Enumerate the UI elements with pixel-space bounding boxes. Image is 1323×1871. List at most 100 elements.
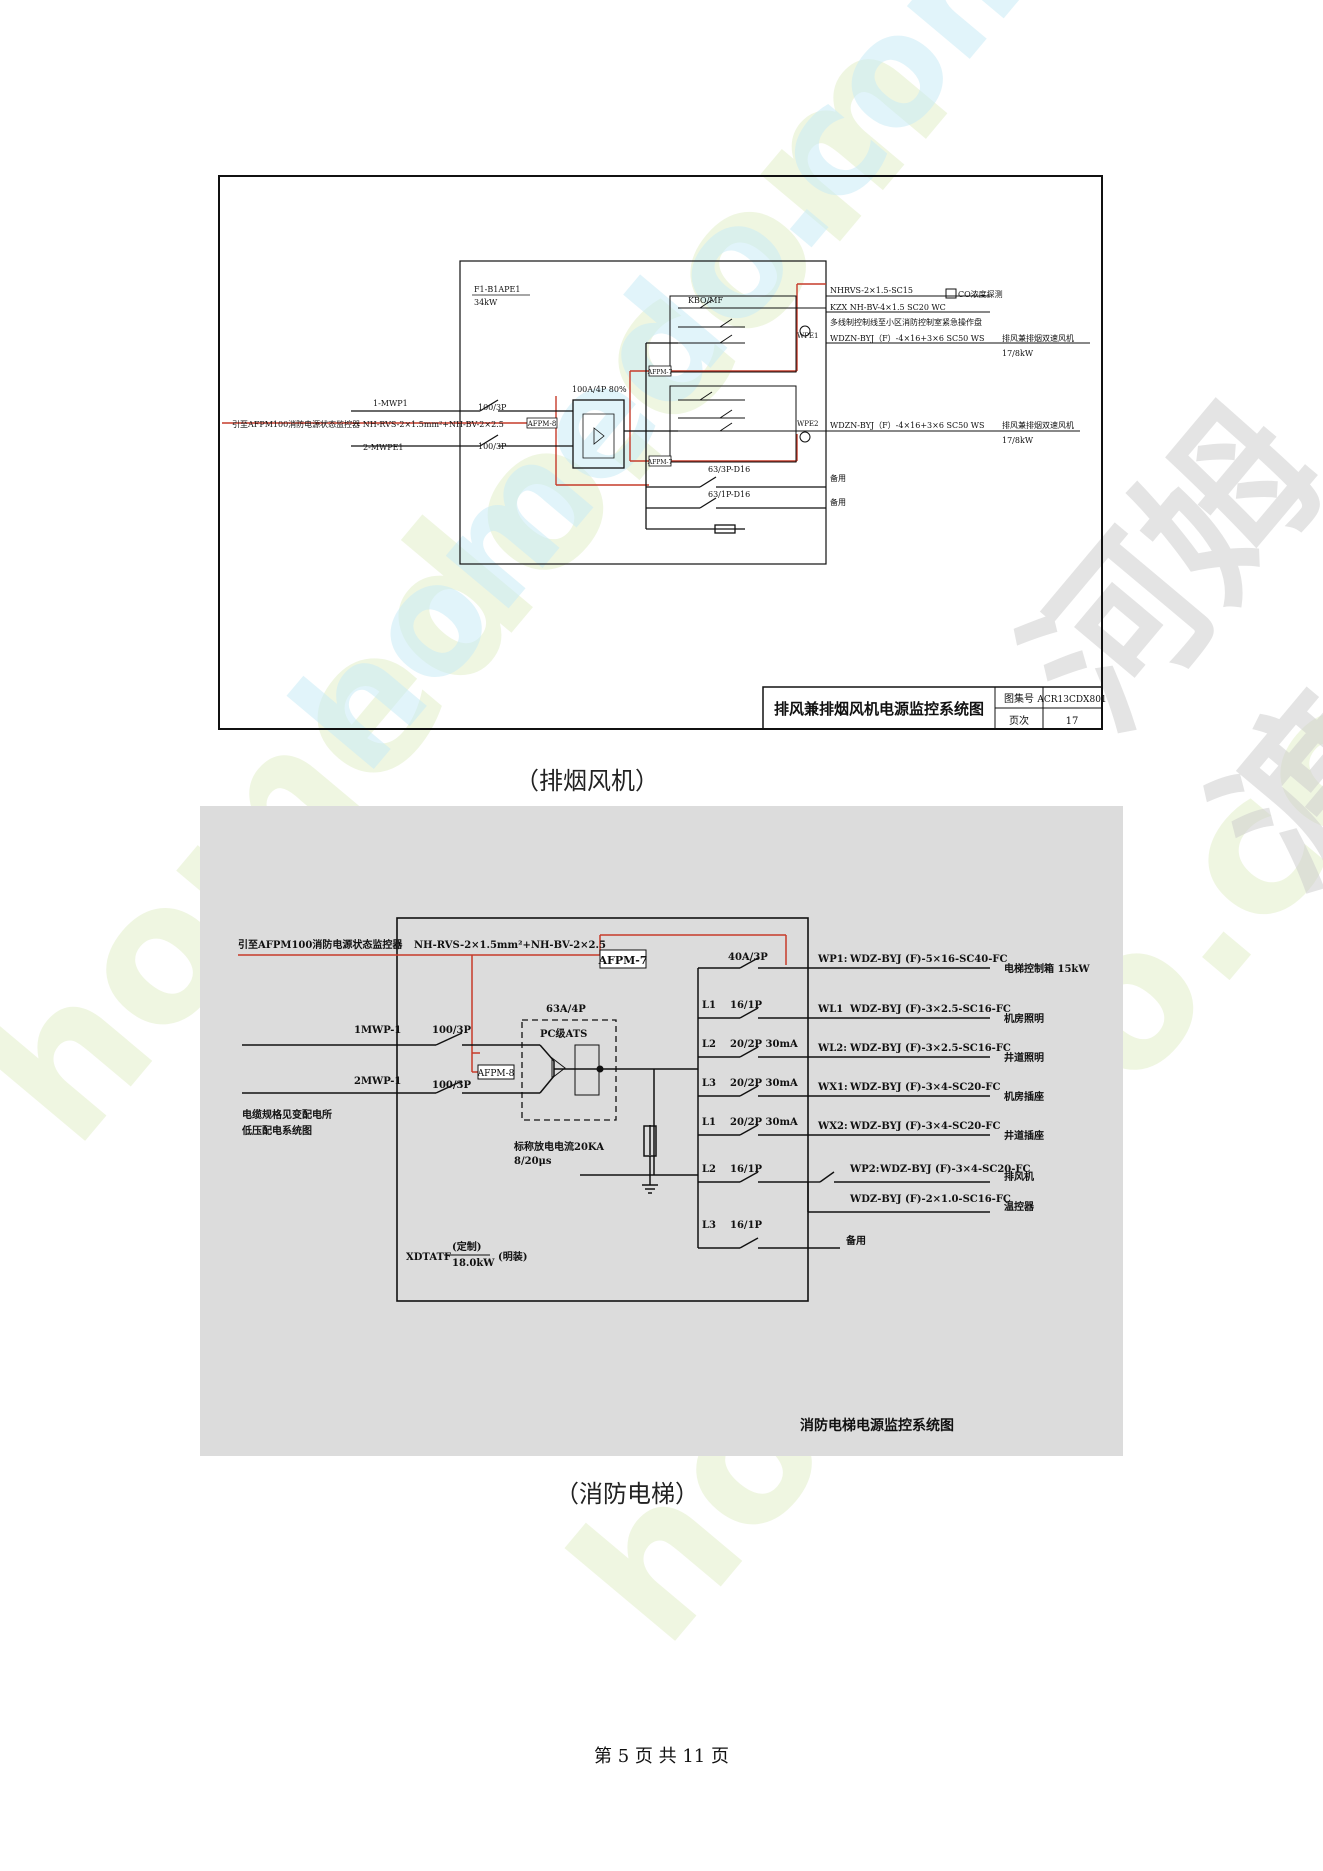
circuit-row-8: L3 16/1P 备用 <box>702 1220 866 1247</box>
circuit-row-3: L2 20/2P 30mA WL2: WDZ-BYJ (F)-3×2.5-SC1… <box>702 1039 1044 1064</box>
elevator-power-wiring <box>242 968 699 1248</box>
svg-text:AFPM-7: AFPM-7 <box>647 369 673 376</box>
svg-text:100A/4P 80%: 100A/4P 80% <box>572 385 627 394</box>
svg-text:页次: 页次 <box>1009 714 1029 727</box>
circuit-row-1: WP1: WDZ-BYJ (F)-5×16-SC40-FC 电梯控制箱 15kW <box>817 954 1090 975</box>
svg-text:ACR13CDX801: ACR13CDX801 <box>1036 695 1106 705</box>
svg-text:16/1P: 16/1P <box>730 1220 763 1231</box>
svg-text:2MWP-1: 2MWP-1 <box>354 1076 401 1087</box>
svg-text:(明装): (明装) <box>498 1250 527 1263</box>
svg-text:井道插座: 井道插座 <box>1004 1129 1044 1142</box>
power-wiring <box>351 342 826 534</box>
svg-text:备用: 备用 <box>845 1234 866 1247</box>
svg-text:XDTATF: XDTATF <box>406 1252 451 1263</box>
svg-text:100/3P: 100/3P <box>432 1025 471 1036</box>
svg-text:F1-B1APE1: F1-B1APE1 <box>474 285 520 294</box>
svg-text:L1: L1 <box>702 1117 716 1128</box>
svg-text:排风兼排烟双速风机: 排风兼排烟双速风机 <box>1002 420 1074 430</box>
svg-text:100/3P: 100/3P <box>478 403 507 412</box>
svg-text:63/1P-D16: 63/1P-D16 <box>708 490 750 499</box>
svg-text:16/1P: 16/1P <box>730 1164 763 1175</box>
svg-text:机房插座: 机房插座 <box>1004 1090 1044 1103</box>
caption-smoke-fan: （排烟风机） <box>515 767 659 795</box>
svg-text:排风机: 排风机 <box>1004 1170 1034 1183</box>
circuit-row-4: L3 20/2P 30mA WX1: WDZ-BYJ (F)-3×4-SC20-… <box>702 1078 1044 1103</box>
svg-text:17/8kW: 17/8kW <box>1002 349 1034 358</box>
branch-circuits <box>698 957 990 1249</box>
svg-text:WL2:: WL2: <box>817 1043 847 1054</box>
svg-text:多线制控制线至小区消防控制室紧急操作盘: 多线制控制线至小区消防控制室紧急操作盘 <box>830 317 982 327</box>
ats-box <box>521 1019 617 1121</box>
svg-text:WDZN-BYJ（F）-4×16+3×6 SC50 WS: WDZN-BYJ（F）-4×16+3×6 SC50 WS <box>830 421 985 430</box>
svg-text:低压配电系统图: 低压配电系统图 <box>241 1124 312 1137</box>
svg-text:WDZ-BYJ (F)-3×4-SC20-FC: WDZ-BYJ (F)-3×4-SC20-FC <box>849 1082 1000 1093</box>
svg-text:电缆规格见变配电所: 电缆规格见变配电所 <box>242 1108 332 1121</box>
svg-text:WDZN-BYJ（F）-4×16+3×6 SC50 WS: WDZN-BYJ（F）-4×16+3×6 SC50 WS <box>830 334 985 343</box>
page-footer: 第 5 页 共 11 页 <box>594 1746 729 1767</box>
svg-text:1MWP-1: 1MWP-1 <box>354 1025 401 1036</box>
elevator-diagram-title: 消防电梯电源监控系统图 <box>800 1417 954 1434</box>
svg-text:WDZ-BYJ (F)-3×4-SC20-FC: WDZ-BYJ (F)-3×4-SC20-FC <box>879 1164 1030 1175</box>
fire-elevator-diagram: AFPM-7 AFPM-8 引至AFPM100消防电源状态监控器 NH-RVS-… <box>200 806 1123 1456</box>
smoke-fan-diagram: 排风兼排烟风机电源监控系统图 图集号 ACR13CDX801 页次 17 F1-… <box>218 175 1107 730</box>
ats-symbol <box>572 399 625 469</box>
svg-text:引至AFPM100消防电源状态监控器: 引至AFPM100消防电源状态监控器 <box>238 938 403 951</box>
svg-text:WDZ-BYJ (F)-3×4-SC20-FC: WDZ-BYJ (F)-3×4-SC20-FC <box>849 1121 1000 1132</box>
svg-text:1-MWP1: 1-MWP1 <box>373 399 408 408</box>
svg-text:NHRVS-2×1.5-SC15: NHRVS-2×1.5-SC15 <box>830 286 913 295</box>
svg-text:34kW: 34kW <box>474 298 498 307</box>
caption-fire-elevator: （消防电梯） <box>555 1480 699 1508</box>
svg-text:电梯控制箱 15kW: 电梯控制箱 15kW <box>1004 962 1090 975</box>
circuit-row-5: L1 20/2P 30mA WX2: WDZ-BYJ (F)-3×4-SC20-… <box>702 1117 1044 1142</box>
svg-text:18.0kW: 18.0kW <box>452 1258 495 1269</box>
svg-text:63A/4P: 63A/4P <box>546 1004 586 1015</box>
svg-text:AFPM-8: AFPM-8 <box>527 420 557 428</box>
svg-text:L2: L2 <box>702 1039 716 1050</box>
diagram2-background <box>200 806 1123 1456</box>
svg-text:WL1: WL1 <box>817 1004 843 1015</box>
circuit-row-6: L2 16/1P WP2: WDZ-BYJ (F)-3×4-SC20-FC 排风… <box>702 1164 1034 1183</box>
svg-text:16/1P: 16/1P <box>730 1000 763 1011</box>
svg-text:100/3P: 100/3P <box>478 442 507 451</box>
svg-text:WX2:: WX2: <box>817 1121 848 1132</box>
drawing-frame <box>218 175 1103 730</box>
svg-text:排风兼排烟双速风机: 排风兼排烟双速风机 <box>1002 333 1074 343</box>
svg-text:CO浓度探测: CO浓度探测 <box>958 289 1003 299</box>
svg-text:温控器: 温控器 <box>1004 1200 1035 1213</box>
title-block-title: 排风兼排烟风机电源监控系统图 <box>774 700 984 718</box>
svg-text:40A/3P: 40A/3P <box>728 952 768 963</box>
svg-text:KZX NH-BV-4×1.5 SC20 WC: KZX NH-BV-4×1.5 SC20 WC <box>830 303 946 312</box>
svg-text:机房照明: 机房照明 <box>1004 1012 1044 1025</box>
svg-text:100/3P: 100/3P <box>432 1080 471 1091</box>
svg-text:图集号: 图集号 <box>1004 692 1034 705</box>
svg-text:WDZ-BYJ (F)-3×2.5-SC16-FC: WDZ-BYJ (F)-3×2.5-SC16-FC <box>849 1004 1011 1015</box>
circuit-row-7: WDZ-BYJ (F)-2×1.0-SC16-FC 温控器 <box>849 1194 1035 1213</box>
svg-text:8/20μs: 8/20μs <box>514 1156 552 1167</box>
svg-text:引至AFPM100消防电源状态监控器 NH-RVS-2×1: 引至AFPM100消防电源状态监控器 NH-RVS-2×1.5mm²+NH-BV… <box>232 419 504 429</box>
svg-text:备用: 备用 <box>830 473 846 483</box>
svg-text:20/2P 30mA: 20/2P 30mA <box>730 1039 798 1050</box>
svg-text:WX1:: WX1: <box>817 1082 848 1093</box>
starter-group <box>669 295 826 463</box>
svg-text:L3: L3 <box>702 1078 716 1089</box>
svg-text:17: 17 <box>1066 716 1079 727</box>
circuit-row-2: L1 16/1P WL1 WDZ-BYJ (F)-3×2.5-SC16-FC 机… <box>702 1000 1044 1025</box>
svg-text:标称放电电流20KA: 标称放电电流20KA <box>513 1140 604 1153</box>
svg-text:20/2P 30mA: 20/2P 30mA <box>730 1078 798 1089</box>
svg-text:备用: 备用 <box>830 497 846 507</box>
elevator-panel-box <box>396 917 809 1302</box>
svg-text:WDZ-BYJ (F)-5×16-SC40-FC: WDZ-BYJ (F)-5×16-SC40-FC <box>849 954 1007 965</box>
svg-text:2-MWPE1: 2-MWPE1 <box>363 443 404 452</box>
svg-text:L3: L3 <box>702 1220 716 1231</box>
svg-text:PC级ATS: PC级ATS <box>540 1027 587 1040</box>
svg-text:L2: L2 <box>702 1164 716 1175</box>
svg-text:井道照明: 井道照明 <box>1004 1051 1044 1064</box>
svg-text:(定制): (定制) <box>452 1240 481 1253</box>
svg-text:63/3P-D16: 63/3P-D16 <box>708 465 750 474</box>
svg-text:NH-RVS-2×1.5mm²+NH-BV-2×2.5: NH-RVS-2×1.5mm²+NH-BV-2×2.5 <box>414 940 606 951</box>
svg-text:WP1:: WP1: <box>817 954 847 965</box>
svg-text:WDZ-BYJ (F)-3×2.5-SC16-FC: WDZ-BYJ (F)-3×2.5-SC16-FC <box>849 1043 1011 1054</box>
monitor-wiring <box>222 283 826 486</box>
svg-text:WP2:: WP2: <box>849 1164 879 1175</box>
svg-text:KBO/MF: KBO/MF <box>688 296 723 305</box>
